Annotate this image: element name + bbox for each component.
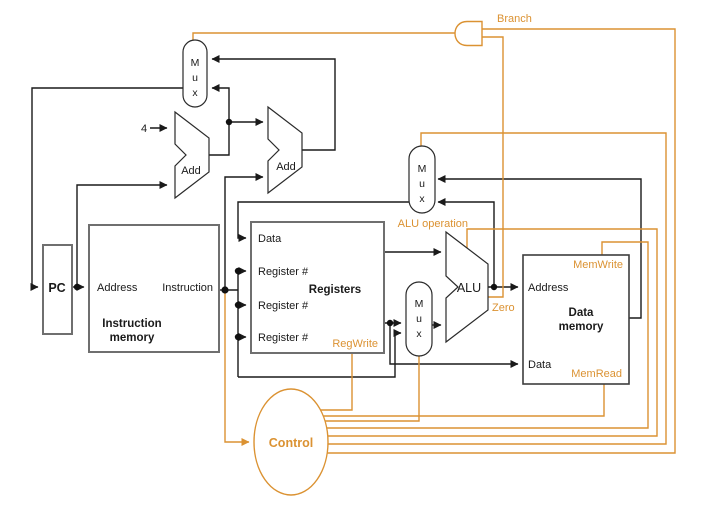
add1-label: Add <box>181 165 201 177</box>
branch-label: Branch <box>497 13 532 25</box>
junction-readdata2 <box>386 319 394 327</box>
reg-data-port: Data <box>258 233 282 245</box>
add-unit-1 <box>174 110 210 200</box>
add-unit-2 <box>267 105 303 195</box>
alu-operation-label: ALU operation <box>398 218 468 230</box>
instruction-memory-block <box>88 224 220 353</box>
memwrite-label: MemWrite <box>573 259 623 271</box>
imem-title-line1: Instruction <box>102 318 161 330</box>
control-unit <box>253 388 329 496</box>
imem-instruction-port: Instruction <box>162 282 213 294</box>
writeback-mux <box>408 145 436 214</box>
mux-letter: M <box>191 57 200 69</box>
wire-instruction-to-control <box>224 292 250 446</box>
mux-letter: M <box>418 163 427 175</box>
wire-readdata2-to-dmem <box>389 323 519 368</box>
zero-label: Zero <box>492 302 515 314</box>
junction-pcplus4 <box>225 118 233 126</box>
imem-address-port: Address <box>97 282 138 294</box>
alusrc-mux <box>405 281 433 357</box>
mux-letter: M <box>415 298 424 310</box>
dmem-address-port: Address <box>528 282 569 294</box>
junction-register2 <box>234 301 242 309</box>
wire-alusrc-signal <box>291 356 420 422</box>
wire-aluop-signal <box>291 228 658 437</box>
const-four-label: 4 <box>141 123 147 135</box>
dmem-title-line2: memory <box>559 321 604 333</box>
wire-zero-to-andgate <box>482 36 504 298</box>
wire-andgate-to-pcmux-select <box>192 32 456 40</box>
wire-pc-to-add1 <box>76 181 168 287</box>
mux-letter: x <box>416 328 422 340</box>
registers-title: Registers <box>309 284 361 296</box>
reg-port-3: Register # <box>258 332 309 344</box>
wire-instruction-to-add2 <box>224 173 264 290</box>
memread-label: MemRead <box>571 368 622 380</box>
datapath-wires <box>30 55 642 378</box>
junction-instruction <box>221 286 229 294</box>
junction-register1 <box>234 267 242 275</box>
junction-dots <box>73 118 498 341</box>
wire-branch-signal <box>291 28 676 454</box>
add2-label: Add <box>276 161 296 173</box>
branch-and-gate <box>454 20 483 47</box>
regwrite-label: RegWrite <box>332 338 378 350</box>
mux-letter: x <box>419 193 425 205</box>
mux-letter: u <box>416 313 422 325</box>
pc-block <box>42 244 73 335</box>
mux-letter: x <box>192 87 198 99</box>
pc-label: PC <box>48 281 65 295</box>
junction-aluresult <box>490 283 498 291</box>
wire-pcmux-to-pc <box>30 87 183 291</box>
alu-label: ALU <box>457 281 481 295</box>
wire-aluresult-to-wbmux <box>437 198 495 287</box>
control-label: Control <box>269 436 313 450</box>
dmem-data-port: Data <box>528 359 552 371</box>
wire-add2-to-pcmux <box>211 55 336 151</box>
alusrc-mux-label: M u x <box>415 298 424 340</box>
mux-letter: u <box>419 178 425 190</box>
wire-memtoreg-signal <box>291 132 667 445</box>
dmem-title-line1: Data <box>569 307 595 319</box>
pc-source-mux <box>182 39 208 108</box>
mux-letter: u <box>192 72 198 84</box>
junction-register3 <box>234 333 242 341</box>
imem-title-line2: memory <box>110 332 155 344</box>
wire-memread-signal <box>291 384 605 417</box>
control-wires <box>192 28 676 454</box>
wire-immediate-to-alusrcmux <box>238 329 402 378</box>
wire-instruction-bus <box>225 271 239 377</box>
data-memory-block <box>522 254 630 385</box>
writeback-mux-label: M u x <box>418 163 427 205</box>
reg-port-2: Register # <box>258 300 309 312</box>
wire-dmem-to-wbmux <box>437 175 642 319</box>
pc-source-mux-label: M u x <box>191 57 200 99</box>
wire-wbmux-to-reg-data <box>237 201 409 242</box>
registers-block <box>250 221 385 354</box>
wire-memwrite-signal <box>291 241 649 429</box>
alu-unit <box>445 230 489 344</box>
junction-pc-out <box>73 283 81 291</box>
reg-port-1: Register # <box>258 266 309 278</box>
